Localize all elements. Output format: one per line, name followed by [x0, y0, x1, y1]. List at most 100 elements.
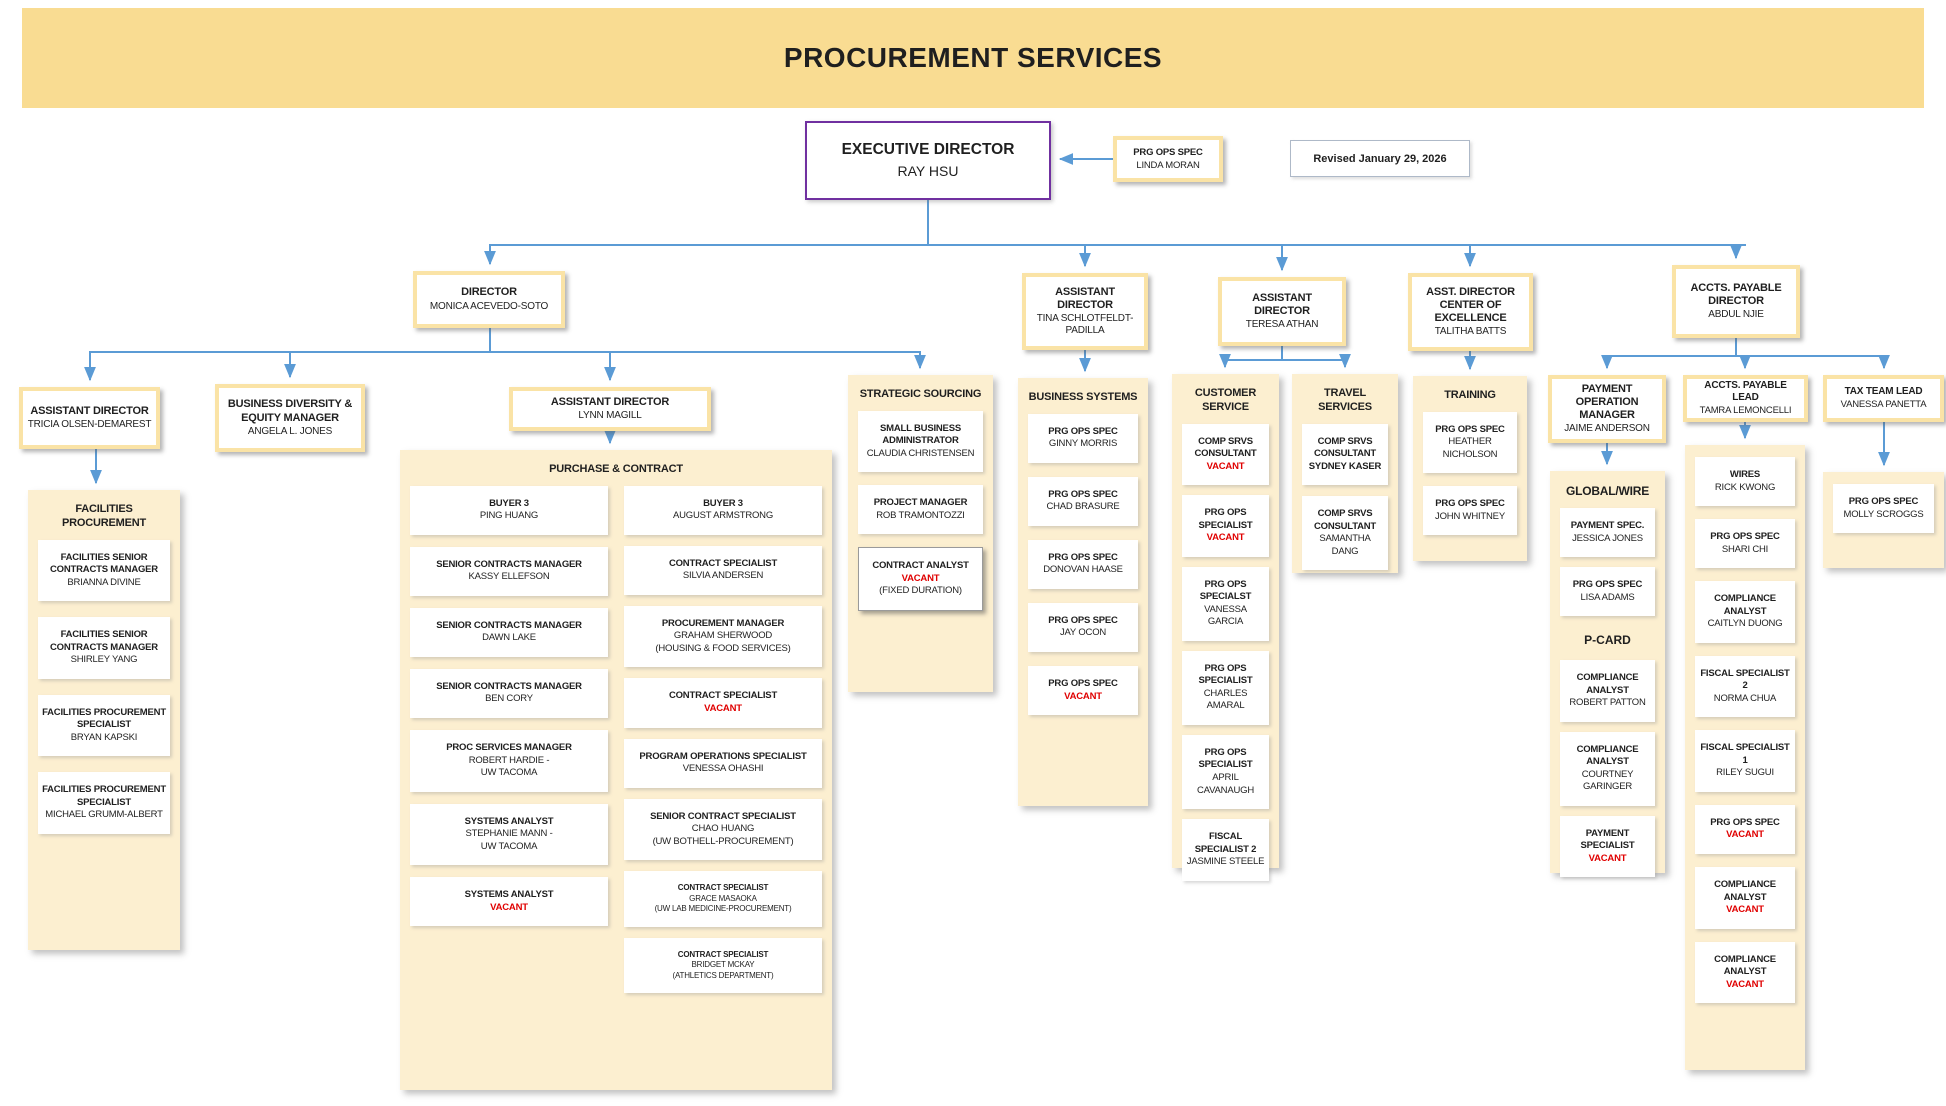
org-box-line: MOLLY SCROGGS	[1843, 508, 1924, 520]
org-box-line: VANESSA GARCIA	[1204, 603, 1247, 628]
org-box-line: PRG OPS SPEC	[1048, 678, 1118, 689]
group-strategic-sourcing: STRATEGIC SOURCING SMALL BUSINESS ADMINI…	[848, 375, 993, 692]
org-box-line: APRIL CAVANAUGH	[1197, 772, 1254, 796]
org-box-line: NORMA CHUA	[1713, 692, 1777, 704]
node-assistant-director-tricia: ASSISTANT DIRECTOR TRICIA OLSEN-DEMAREST	[19, 387, 160, 449]
org-box-line: RILEY SUGUI	[1716, 767, 1774, 779]
node-name: MONICA ACEVEDO-SOTO	[429, 300, 549, 312]
org-box-line: (FIXED DURATION)	[879, 585, 962, 597]
org-box-line: COMPLIANCE ANALYST	[1714, 593, 1776, 617]
node-name: ANGELA L. JONES	[247, 425, 333, 437]
org-box-line: GRACE MASAOKA	[689, 893, 757, 903]
org-box-line: COMP SRVS CONSULTANT	[1313, 508, 1377, 532]
org-box-line: PRG OPS SPEC	[1048, 425, 1118, 437]
org-box-line: SYSTEMS ANALYST	[464, 815, 554, 827]
org-box-line: SENIOR CONTRACT SPECIALIST	[650, 810, 796, 822]
vacant-label: VACANT	[704, 703, 742, 714]
vacant-label: VACANT	[1206, 532, 1245, 544]
org-box-line: LISA ADAMS	[1580, 591, 1635, 603]
node-accts-payable-lead: ACCTS. PAYABLE LEAD TAMRA LEMONCELLI	[1683, 375, 1808, 422]
node-title: EXECUTIVE DIRECTOR	[841, 140, 1015, 158]
org-box-line: JESSICA JONES	[1572, 532, 1643, 544]
org-box-line: CONTRACT ANALYST	[872, 560, 969, 572]
node-title: ASST. DIRECTOR CENTER OF EXCELLENCE	[1426, 285, 1515, 325]
org-box-line: CAITLYN DUONG	[1707, 618, 1783, 630]
node-director-monica: DIRECTOR MONICA ACEVEDO-SOTO	[413, 271, 565, 328]
org-box-line: COURTNEY GARINGER	[1581, 768, 1634, 793]
vacant-label: VACANT	[1206, 460, 1245, 472]
org-box-line: PRG OPS SPECIALST	[1199, 578, 1252, 603]
org-box-line: FACILITIES SENIOR CONTRACTS MANAGER	[50, 551, 158, 576]
org-box-line: UW TACOMA	[480, 767, 538, 779]
node-name: VANESSA PANETTA	[1840, 399, 1927, 411]
org-box-line: PING HUANG	[479, 510, 539, 522]
group-facilities-procurement: FACILITIES PROCUREMENT FACILITIES SENIOR…	[28, 490, 180, 950]
org-box-line: GRAHAM SHERWOOD	[673, 630, 773, 642]
org-box-line: PROJECT MANAGER	[873, 497, 968, 509]
node-title: ASSISTANT DIRECTOR	[1055, 285, 1115, 311]
org-box-line: COMPLIANCE ANALYST	[1576, 672, 1639, 696]
node-assistant-director-teresa: ASSISTANT DIRECTOR TERESA ATHAN	[1218, 277, 1346, 346]
node-business-diversity-equity-manager: BUSINESS DIVERSITY & EQUITY MANAGER ANGE…	[215, 384, 365, 452]
org-box-line: FACILITIES PROCUREMENT SPECIALIST	[42, 706, 166, 731]
org-box-line: PRG OPS SPEC	[1048, 614, 1118, 626]
org-box-line: RICK KWONG	[1714, 481, 1776, 493]
org-box-line: ROBERT HARDIE -	[468, 754, 550, 766]
org-box-line: PRG OPS SPEC	[1848, 496, 1919, 507]
node-title: BUSINESS DIVERSITY & EQUITY MANAGER	[227, 398, 353, 424]
org-box-line: FISCAL SPECIALIST 2	[1700, 667, 1790, 692]
node-title: PAYMENT OPERATION MANAGER	[1575, 382, 1639, 422]
org-box-line: PRG OPS SPECIALIST	[1198, 746, 1253, 771]
node-title: ACCTS. PAYABLE LEAD	[1704, 380, 1787, 404]
org-box-line: PRG OPS SPEC	[1710, 816, 1780, 828]
vacant-label: VACANT	[1588, 852, 1627, 864]
node-name: TRICIA OLSEN-DEMAREST	[27, 419, 152, 431]
node-title: DIRECTOR	[461, 286, 517, 299]
org-box-line: CONTRACT SPECIALIST	[677, 949, 769, 959]
org-box-line: COMP SRVS CONSULTANT	[1194, 435, 1257, 460]
group-title: BUSINESS SYSTEMS	[1028, 391, 1138, 403]
org-box-line: CONTRACT SPECIALIST	[668, 690, 778, 702]
org-box-line: PRG OPS SPEC	[1572, 579, 1643, 591]
org-box-line: PRG OPS SPEC	[1048, 488, 1118, 500]
node-name: TAMRA LEMONCELLI	[1699, 405, 1792, 417]
org-box-line: SENIOR CONTRACTS MANAGER	[436, 558, 582, 570]
group-title: CUSTOMER SERVICE	[1194, 387, 1257, 413]
group-title: PURCHASE & CONTRACT	[549, 463, 683, 475]
org-box-line: COMP SRVS CONSULTANT	[1313, 435, 1377, 460]
org-box-line: FISCAL SPECIALIST 1	[1700, 742, 1790, 766]
node-name: LYNN MAGILL	[578, 410, 642, 422]
org-box-line: BRIDGET MCKAY	[691, 960, 755, 970]
node-executive-director: EXECUTIVE DIRECTOR RAY HSU	[805, 121, 1051, 200]
node-assistant-director-lynn: ASSISTANT DIRECTOR LYNN MAGILL	[509, 387, 711, 431]
org-box-line: STEPHANIE MANN -	[465, 828, 553, 840]
org-box-line: SMALL BUSINESS ADMINISTRATOR	[880, 422, 961, 447]
org-box-line: PRG OPS SPEC	[1048, 551, 1118, 563]
org-box-line: AUGUST ARMSTRONG	[672, 510, 774, 522]
